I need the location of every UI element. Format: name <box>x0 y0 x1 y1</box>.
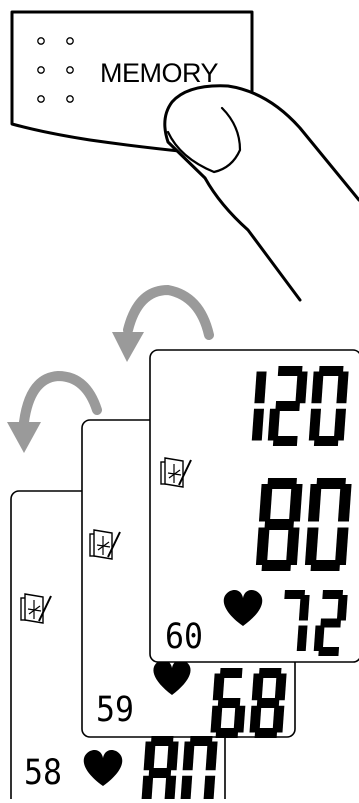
memory-number: 59 <box>96 690 134 730</box>
display-record-front: 60 <box>150 350 359 662</box>
memory-button-label[interactable]: MEMORY <box>100 58 219 88</box>
finger-pointer-icon <box>165 86 359 300</box>
memory-number: 58 <box>24 753 62 793</box>
memory-number: 60 <box>165 617 203 657</box>
